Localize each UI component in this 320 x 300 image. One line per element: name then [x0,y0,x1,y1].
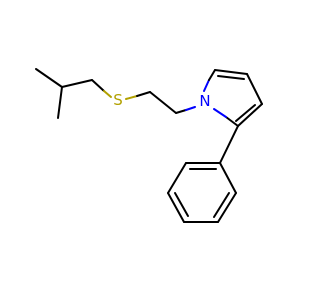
bond-methyl-upper [35,68,63,88]
bond-ph-2-3 [217,192,237,223]
bond-ph-4-5-double [174,192,189,217]
bond-ph-1-2 [219,162,237,194]
bond-sulfur-ch2-sulfur-half [125,95,138,100]
pyrrole-ring [203,69,263,127]
bond-ch2-nitrogen [175,106,196,114]
nitrogen-atom-label: N [199,92,210,110]
bond-ph-4-5 [167,192,185,223]
bond-sulfur-ch2 [125,91,151,100]
bond-n-c5 [203,79,210,92]
bond-ch-ch2 [61,79,93,88]
isobutyl-group [35,68,93,119]
bond-c3-c2-double [235,104,256,122]
bond-c5-c4-double [217,75,245,80]
bond-c2-n-nitrogen-half [213,108,227,118]
bond-ch2-nitrogen-nitrogen-half [185,106,196,111]
bond-c3-c2 [237,103,263,127]
bond-ch2-sulfur-sulfur-half [103,90,112,98]
bond-c4-c3 [246,73,263,105]
bond-sulfur-ch2-carbon-half [136,91,151,97]
bond-ch2-nitrogen-carbon-half [175,109,187,114]
bond-ch2-sulfur-carbon-half [91,79,105,92]
bond-ph-5-6 [167,162,187,194]
bond-methyl-lower [57,86,63,119]
bond-pyrrole-phenyl [219,125,239,164]
phenyl-ring [167,162,237,223]
bond-c2-n-carbon-half [225,116,239,127]
bond-ch2-sulfur [91,79,112,98]
sulfur-atom-label: S [113,91,123,109]
bond-ph-2-3-double [213,192,230,218]
bond-ethyl-linker [149,91,177,114]
molecule-structure: S N [35,68,263,223]
bond-c5-c5-half [208,69,216,81]
bond-c5-c4 [214,69,248,75]
